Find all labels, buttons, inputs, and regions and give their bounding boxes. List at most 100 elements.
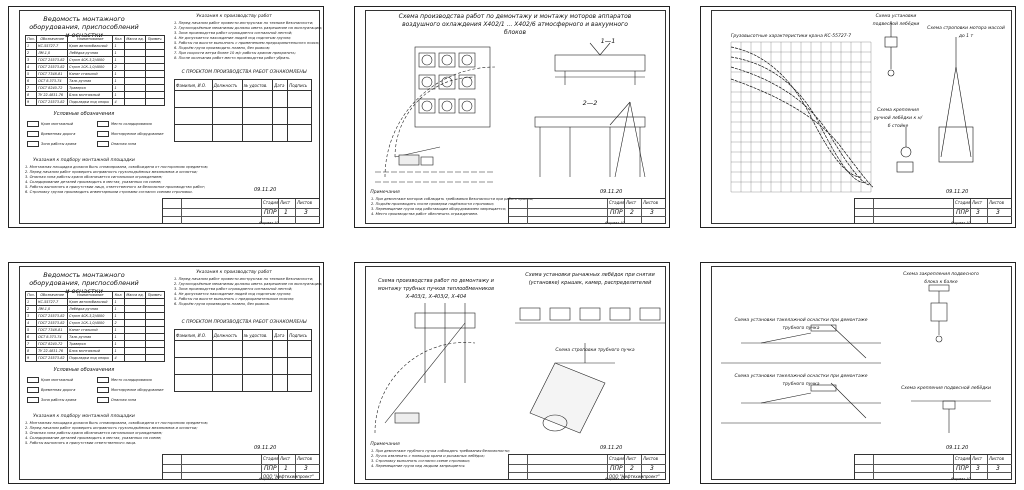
table-cell: Таль ручная	[67, 333, 114, 341]
sign-header: Должность	[211, 79, 243, 91]
table-cell: ГОСТ 25573-82	[36, 319, 69, 327]
table-cell: Блок монтажный	[67, 347, 114, 355]
table-cell: 1	[112, 91, 125, 99]
legend-item: Место складирования	[97, 377, 152, 383]
title-block: Стадия Лист Листов ППР 2 3 ООО "Нефтехим…	[508, 454, 666, 480]
table-cell: ГОСТ 7348-81	[36, 70, 69, 78]
title-block: Стадия Лист Листов ППР 3 3	[854, 198, 1012, 224]
legend-label: Место складирования	[111, 122, 152, 126]
table-cell: Траверса	[67, 84, 114, 92]
section-label-1: 1—1	[600, 37, 616, 45]
table-header: Наименование	[67, 291, 114, 299]
legend-symbol	[97, 131, 109, 137]
table-cell: 1	[112, 347, 125, 355]
table-header: Наименование	[67, 35, 114, 43]
block-title: Схема закрепления подвесного блока к бал…	[903, 272, 979, 285]
table-cell: ГОСТ 25573-82	[36, 354, 69, 362]
general-title: Указания к подбору монтажной площадки	[33, 158, 135, 163]
table-cell	[123, 333, 147, 341]
legend-symbol	[27, 121, 39, 127]
legend-item: Временная дорога	[27, 131, 75, 137]
sheet-date: 09.11.20	[600, 445, 623, 451]
table-cell: КС-55727-7	[36, 298, 69, 306]
table-cell: Строп 1СК-1,0/4000	[67, 63, 114, 71]
table-cell: ГОСТ 25573-82	[36, 312, 69, 320]
table-cell: 2	[24, 305, 38, 313]
table-cell	[145, 98, 165, 106]
table-cell: ГОСТ 7348-81	[36, 326, 69, 334]
table-cell	[145, 77, 165, 85]
notes-title: Примечания	[370, 190, 400, 195]
legend-item: Опасная зона	[97, 397, 136, 403]
table-cell: 3	[24, 312, 38, 320]
title-block: Стадия Лист Листов ППР 1 3 ООО "Нефтехим…	[162, 454, 320, 480]
section-title: С ПРОЕКТОМ ПРОИЗВОДСТВА РАБОТ ОЗНАКОМЛЕН…	[181, 70, 307, 75]
table-header: Масса ед.	[123, 35, 147, 43]
table-cell: ОСТ 8.373-74	[36, 77, 69, 85]
table-cell: Строп 4СК-3,2/4000	[67, 56, 114, 64]
legend-label: Временная дорога	[41, 388, 76, 392]
drawing-sheet-1: Ведомость монтажного оборудования, присп…	[8, 6, 324, 228]
legend-item: Монтируемое оборудование	[97, 387, 163, 393]
table-cell	[123, 84, 147, 92]
legend-item: Место складирования	[97, 121, 152, 127]
table-cell	[145, 42, 165, 50]
sign-header: № удостов.	[241, 329, 274, 341]
table-cell	[123, 347, 147, 355]
legend-symbol	[97, 141, 109, 147]
format-mark: Формат А3	[951, 221, 971, 225]
table-header: Масса ед.	[123, 291, 147, 299]
table-cell: Строп 4СК-3,2/4000	[67, 312, 114, 320]
table-cell	[123, 354, 147, 362]
plan-drawing	[375, 42, 646, 183]
table-header: Поз.	[24, 291, 38, 299]
legend-label: Место складирования	[111, 378, 152, 382]
sign-header: № удостов.	[241, 79, 274, 91]
table-cell: Блок монтажный	[67, 91, 114, 99]
legend-item: Зона работы крана	[27, 397, 76, 403]
sheet-title-right: Схема установки рычажных лебёдок при сня…	[525, 272, 655, 286]
table-cell	[123, 49, 147, 57]
table-cell: ОСТ 8.373-74	[36, 333, 69, 341]
table-cell	[145, 70, 165, 78]
table-cell	[145, 91, 165, 99]
table-cell	[145, 298, 165, 306]
legend-symbol	[27, 131, 39, 137]
table-cell: 4	[112, 354, 125, 362]
table-cell	[123, 312, 147, 320]
rigging-drawing	[721, 284, 991, 433]
table-header: Кол.	[112, 291, 125, 299]
table-cell: 5	[24, 326, 38, 334]
load-chart	[730, 21, 974, 193]
table-cell: Кран автомобильный	[67, 42, 114, 50]
table-cell: Канат стальной	[67, 326, 114, 334]
rigging-title: Схема установки такелажной оснастки при …	[734, 318, 868, 331]
table-cell: 1	[112, 49, 125, 57]
table-cell: 4	[112, 98, 125, 106]
table-cell: 8	[24, 347, 38, 355]
table-cell: 1	[112, 333, 125, 341]
table-cell: ТУ 22-4831-76	[36, 91, 69, 99]
table-cell: ЛМ-1,0	[36, 49, 69, 57]
legend-item: Кран монтажный	[27, 121, 73, 127]
legend-symbol	[27, 397, 39, 403]
legend-item: Временная дорога	[27, 387, 75, 393]
equipment-table: Поз. Обозначение Наименование Кол. Масса…	[24, 35, 165, 106]
table-cell: 5	[24, 70, 38, 78]
legend-item: Кран монтажный	[27, 377, 73, 383]
general-title: Указания к подбору монтажной площадки	[33, 414, 135, 419]
table-cell	[145, 84, 165, 92]
table-header: Обозначение	[36, 35, 69, 43]
legend-symbol	[97, 377, 109, 383]
sheet-title-left: Схема производства работ по демонтажу и …	[377, 278, 495, 300]
table-cell: ГОСТ 25573-82	[36, 56, 69, 64]
